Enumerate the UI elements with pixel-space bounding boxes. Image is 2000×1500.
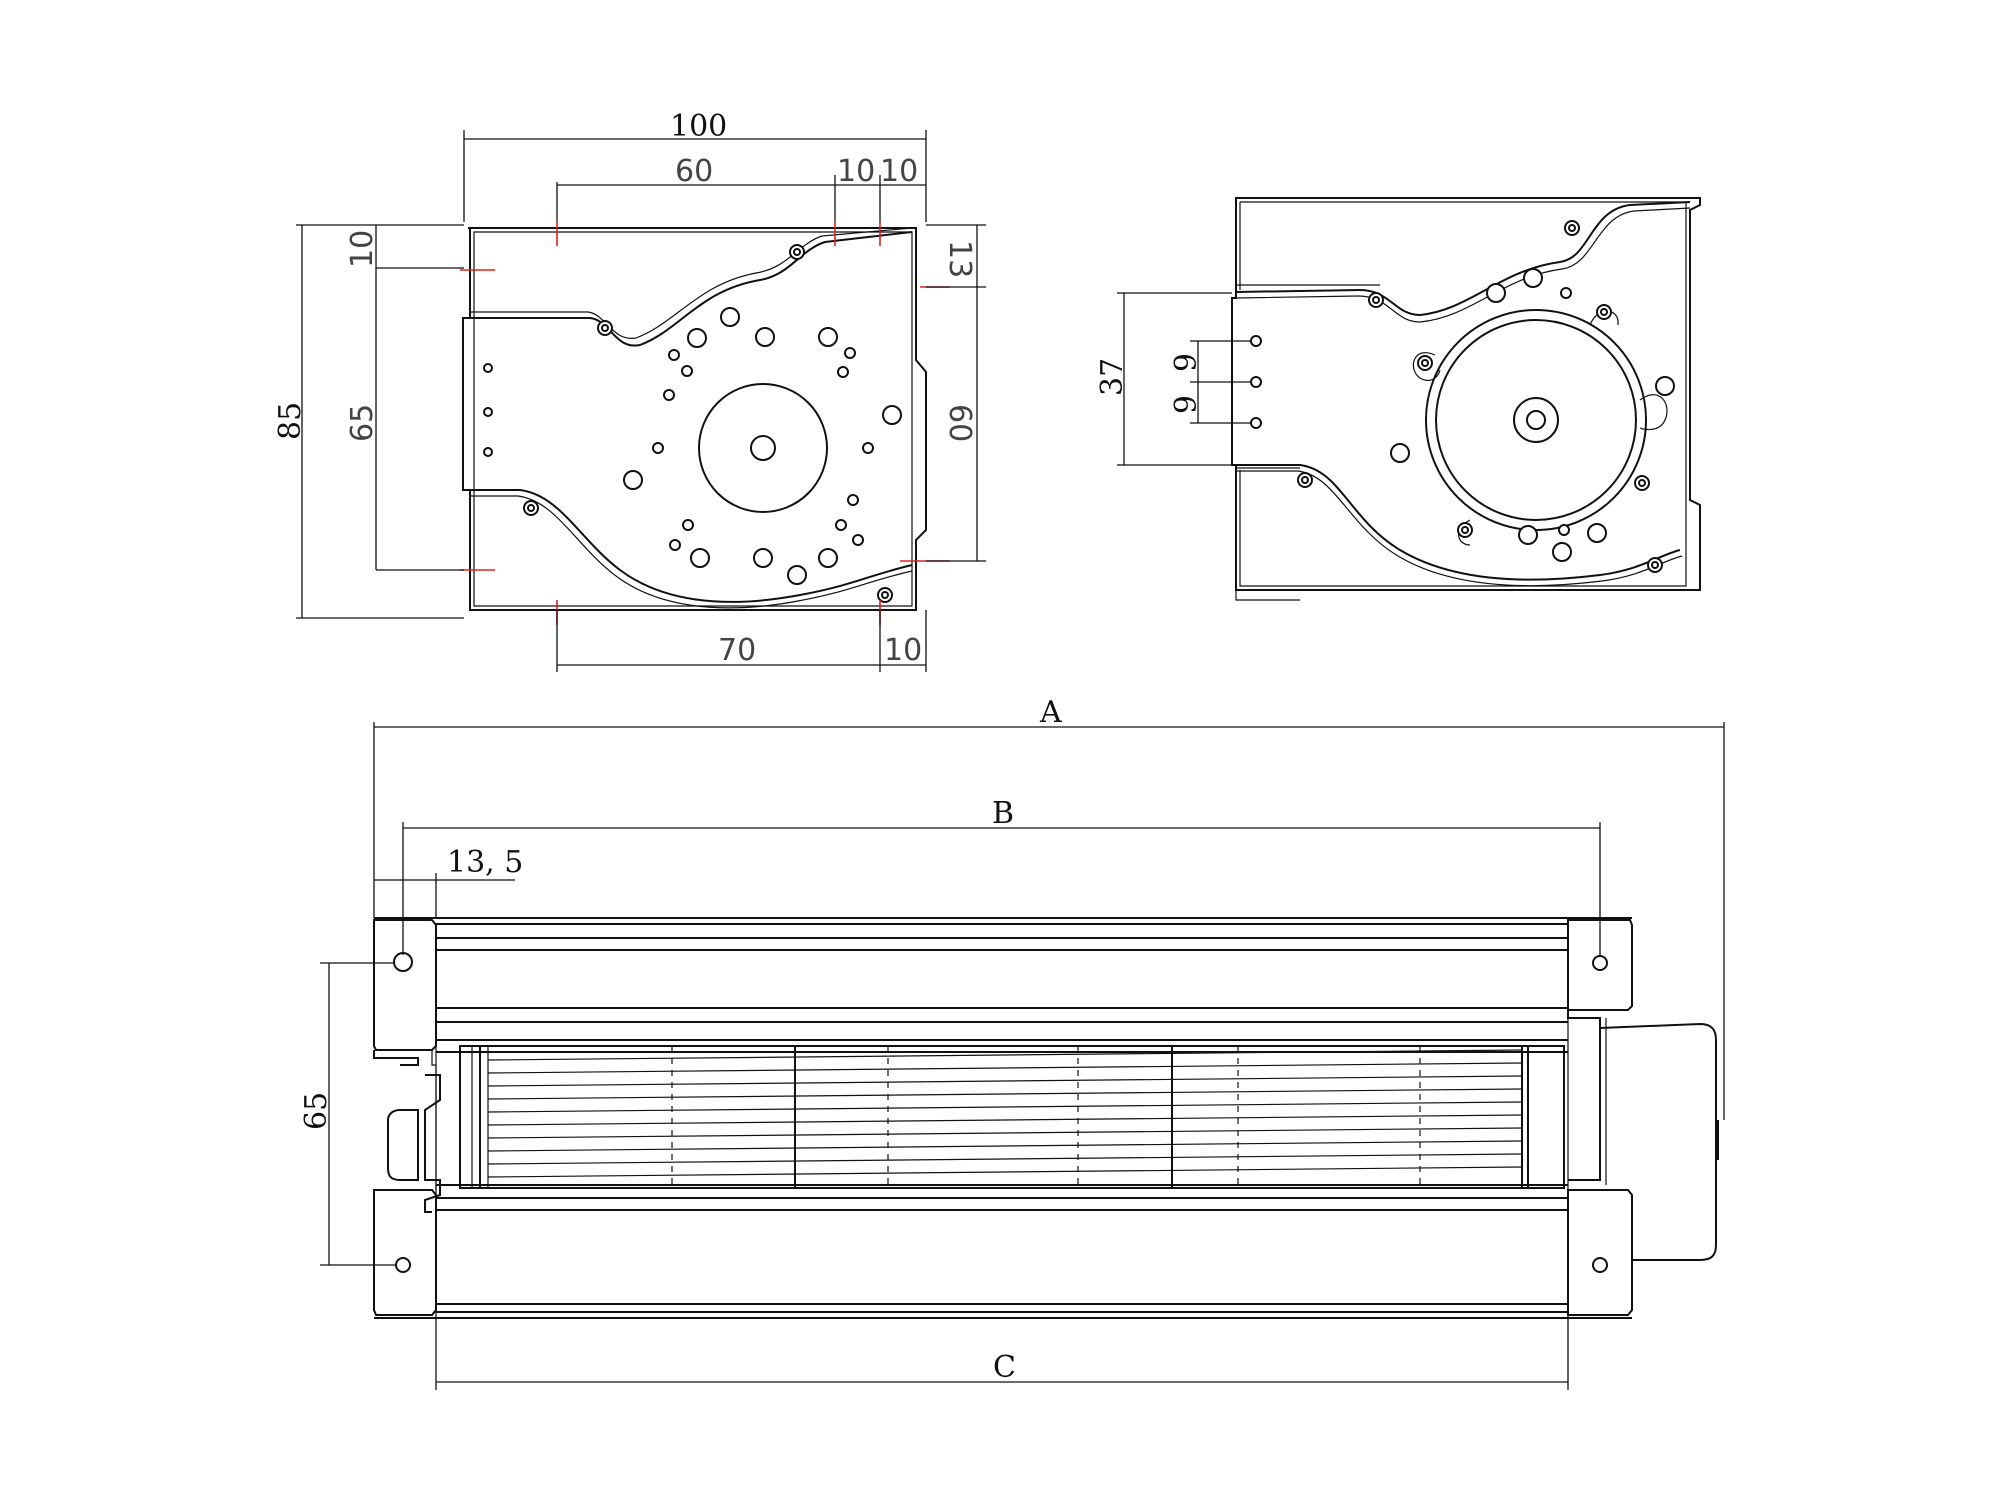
dim-body-length: C [993,1350,1016,1385]
dim-opening-height: 37 [1095,358,1130,396]
left-top-mount-hole [393,952,413,972]
side-view: 37 9 9 [1095,197,1701,601]
dim-mount-height: 65 [299,1092,334,1130]
side-motor-ring-inner [1435,319,1637,521]
length-dimensions [320,722,1725,1390]
dim-left-hole-span: 65 [345,404,380,442]
motor-housing [1599,1022,1717,1261]
dim-overall-length: A [1039,695,1062,730]
side-scroll-upper [1235,201,1691,317]
dim-hole-span: 60 [675,154,713,189]
dim-overall-height: 85 [273,402,308,440]
front-scroll-lower [470,489,913,603]
blower-body [374,917,1632,1319]
side-hub [1513,397,1559,443]
dim-top-offset: 10 [345,230,380,268]
front-housing-outline [462,227,927,611]
dim-bottom-edge: 10 [884,633,922,668]
front-holes [483,244,902,603]
dim-overall-width: 100 [670,109,727,144]
dim-bottom-span: 70 [718,633,756,668]
dim-mount-span: B [992,796,1014,831]
front-view: 100 60 10 10 10 85 65 13 60 70 10 [273,109,986,672]
dim-edge-a: 10 [837,154,875,189]
left-end-plate [373,919,437,1051]
front-dimensions [296,130,986,672]
side-motor-ring-outer [1425,309,1647,531]
dim-right-top: 13 [942,240,977,278]
dim-pitch-bottom: 9 [1169,395,1204,414]
side-housing-outline [1231,197,1701,591]
dim-flange-offset: 13, 5 [447,845,523,880]
front-motor-hub [698,383,828,513]
dim-pitch-top: 9 [1169,353,1204,372]
side-dimensions [1117,292,1250,466]
side-scroll-lower [1236,464,1681,581]
front-scroll-upper [470,231,913,347]
dim-right-span: 60 [942,404,977,442]
left-bottom-mount-hole [395,1257,411,1273]
impeller [459,1045,1565,1189]
side-holes [1250,220,1675,573]
side-shaft [1526,410,1546,430]
front-shaft [750,435,776,461]
dim-edge-b: 10 [880,154,918,189]
right-bottom-mount-hole [1592,1257,1608,1273]
length-view: A B 13, 5 C 65 [299,695,1725,1390]
front-housing-inner [473,231,913,607]
right-top-mount-hole [1592,955,1608,971]
